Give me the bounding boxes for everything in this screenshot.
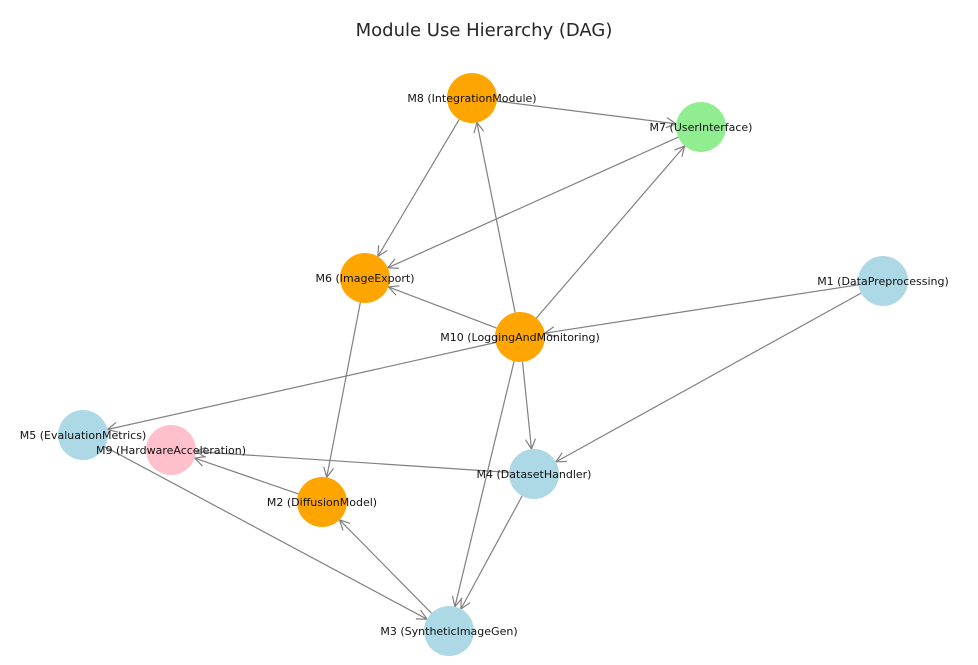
- edge-m4-to-m9: [196, 452, 510, 473]
- node-label-m5: M5 (EvaluationMetrics): [20, 429, 147, 442]
- edge-m10-to-m7: [535, 146, 684, 319]
- node-m6: [340, 253, 390, 303]
- edge-m3-to-m2: [340, 520, 432, 614]
- node-label-m1: M1 (DataPreprocessing): [817, 275, 949, 288]
- edge-m8-to-m6: [378, 119, 460, 257]
- node-m10: [495, 312, 545, 362]
- edge-m6-to-m2: [327, 302, 361, 478]
- node-label-m6: M6 (ImageExport): [315, 272, 414, 285]
- node-m3: [424, 606, 474, 656]
- node-m8: [447, 73, 497, 123]
- node-m4: [509, 449, 559, 499]
- edge-m10-to-m5: [107, 341, 496, 430]
- edge-m2-to-m9: [195, 458, 299, 495]
- edge-m10-to-m3: [455, 361, 515, 606]
- node-label-m9: M9 (HardwareAcceleration): [96, 444, 246, 457]
- node-m7: [676, 102, 726, 152]
- labels-layer: M1 (DataPreprocessing) M2 (DiffusionModel…: [20, 92, 949, 638]
- edge-m1-to-m4: [556, 292, 862, 462]
- node-label-m7: M7 (UserInterface): [650, 121, 753, 134]
- edge-m4-to-m3: [461, 495, 523, 609]
- edge-m1-to-m10: [545, 284, 859, 333]
- nodes-layer: [58, 73, 908, 656]
- edge-m7-to-m6: [388, 136, 679, 268]
- node-m1: [858, 256, 908, 306]
- node-m2: [297, 477, 347, 527]
- node-label-m4: M4 (DatasetHandler): [477, 468, 592, 481]
- edges-layer: [104, 100, 862, 619]
- edge-m5-to-m3: [104, 446, 427, 619]
- edge-m8-to-m7: [496, 100, 676, 124]
- edge-m10-to-m6: [388, 287, 497, 329]
- node-label-m2: M2 (DiffusionModel): [267, 496, 377, 509]
- node-m9: [146, 425, 196, 475]
- node-label-m3: M3 (SyntheticImageGen): [380, 625, 517, 638]
- edge-m10-to-m4: [521, 361, 532, 449]
- node-label-m10: M10 (LoggingAndMonitoring): [440, 331, 600, 344]
- diagram-title: Module Use Hierarchy (DAG): [356, 20, 613, 41]
- node-m5: [58, 410, 108, 460]
- edge-m10-to-m8: [477, 123, 516, 313]
- node-label-m8: M8 (IntegrationModule): [407, 92, 536, 105]
